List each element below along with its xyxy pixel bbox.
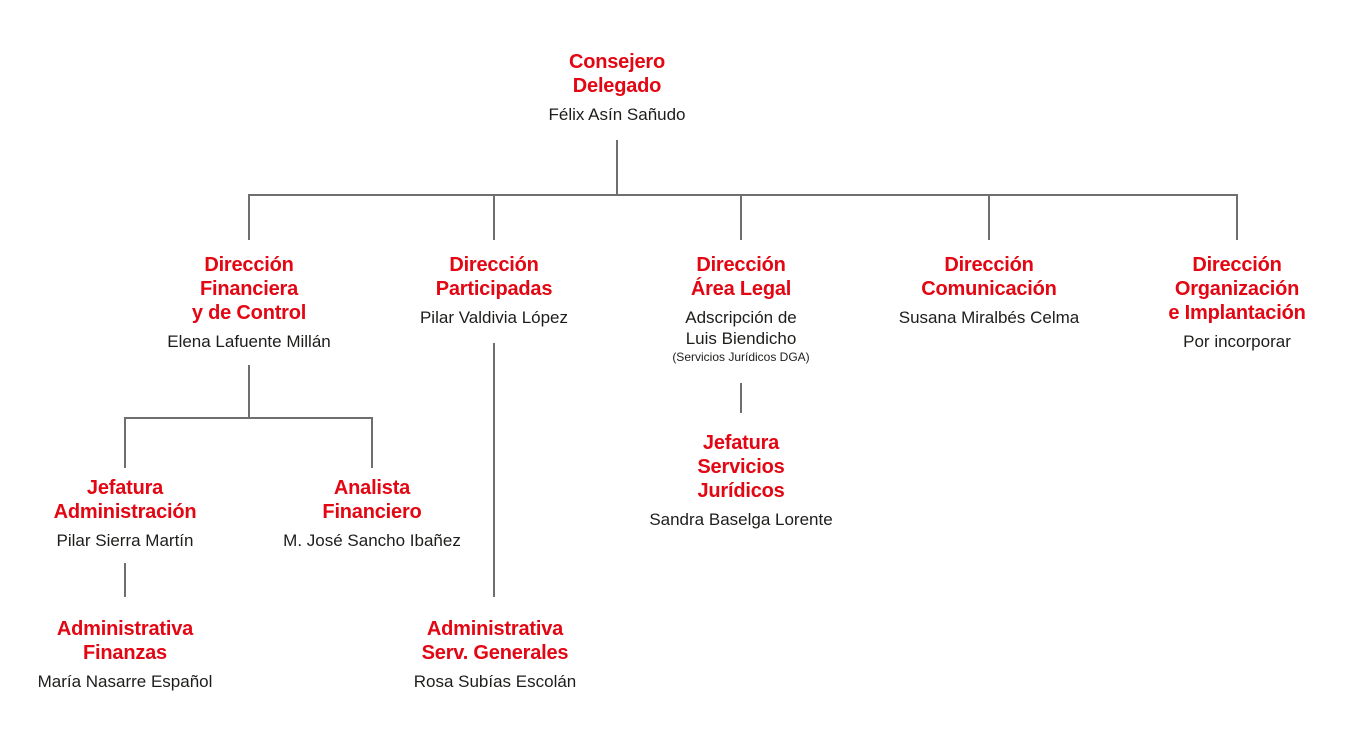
org-node-title-line: Dirección <box>449 254 539 276</box>
org-node-title-line: Comunicación <box>921 278 1057 300</box>
org-node-title-line: Servicios <box>697 456 785 478</box>
org-node-title-line: Financiera <box>199 278 299 300</box>
org-node-name: Sandra Baselga Lorente <box>621 509 861 530</box>
org-node-name: Elena Lafuente Millán <box>129 331 369 352</box>
org-node-title-line: Participadas <box>435 278 553 300</box>
org-node-title-line: Organización <box>1174 278 1300 300</box>
org-node-name-line: Sandra Baselga Lorente <box>649 510 833 529</box>
org-node-title-line: Consejero <box>568 51 665 73</box>
org-node-title-line: Administrativa <box>56 618 194 640</box>
org-node-name: María Nasarre Español <box>5 671 245 692</box>
org-node-name: Pilar Valdivia López <box>374 307 614 328</box>
org-node-title-line: Dirección <box>1192 254 1282 276</box>
org-node-title-line: Administrativa <box>426 618 564 640</box>
org-node-title-line: Jurídicos <box>697 480 785 502</box>
org-node-name-line: Rosa Subías Escolán <box>413 672 577 691</box>
org-node-title-line: Jefatura <box>702 432 780 454</box>
org-node-title-line: Dirección <box>696 254 786 276</box>
org-node-title-line: Financiero <box>322 501 422 523</box>
org-node-name-line: Luis Biendicho <box>685 329 797 348</box>
org-node-title-line: Analista <box>333 477 411 499</box>
org-node-title-line: Finanzas <box>83 642 167 664</box>
org-node-title-line: Delegado <box>572 75 662 97</box>
org-node-name: Rosa Subías Escolán <box>375 671 615 692</box>
org-node-name-line: Por incorporar <box>1183 332 1291 351</box>
org-node-title-line: Área Legal <box>690 278 792 300</box>
org-node-name: Adscripción de Luis Biendicho <box>621 307 861 349</box>
org-node-name-line: Elena Lafuente Millán <box>167 332 331 351</box>
org-node-title-line: Jefatura <box>86 477 164 499</box>
org-node-name-line: Adscripción de <box>685 308 797 327</box>
org-node-name-line: Félix Asín Sañudo <box>548 105 686 124</box>
org-node-name-line: M. José Sancho Ibañez <box>283 531 461 550</box>
org-node-name-line: Pilar Sierra Martín <box>56 531 194 550</box>
org-node-name: Por incorporar <box>1117 331 1357 352</box>
org-node-name-line: Susana Miralbés Celma <box>898 308 1080 327</box>
org-node-name: M. José Sancho Ibañez <box>252 530 492 551</box>
org-node-name-line: Pilar Valdivia López <box>419 308 569 327</box>
org-node-name: Pilar Sierra Martín <box>5 530 245 551</box>
org-node-name: Susana Miralbés Celma <box>869 307 1109 328</box>
org-node-title-line: Serv. Generales <box>421 642 569 664</box>
org-node-title-line: Dirección <box>944 254 1034 276</box>
org-node-title-line: y de Control <box>191 302 307 324</box>
org-node-title-line: Dirección <box>204 254 294 276</box>
org-node-title-line: e Implantación <box>1168 302 1306 324</box>
org-node-name: Félix Asín Sañudo <box>497 104 737 125</box>
org-node-title-line: Administración <box>53 501 197 523</box>
org-node-name-line: María Nasarre Español <box>37 672 213 691</box>
org-node-note: (Servicios Jurídicos DGA) <box>672 350 810 364</box>
